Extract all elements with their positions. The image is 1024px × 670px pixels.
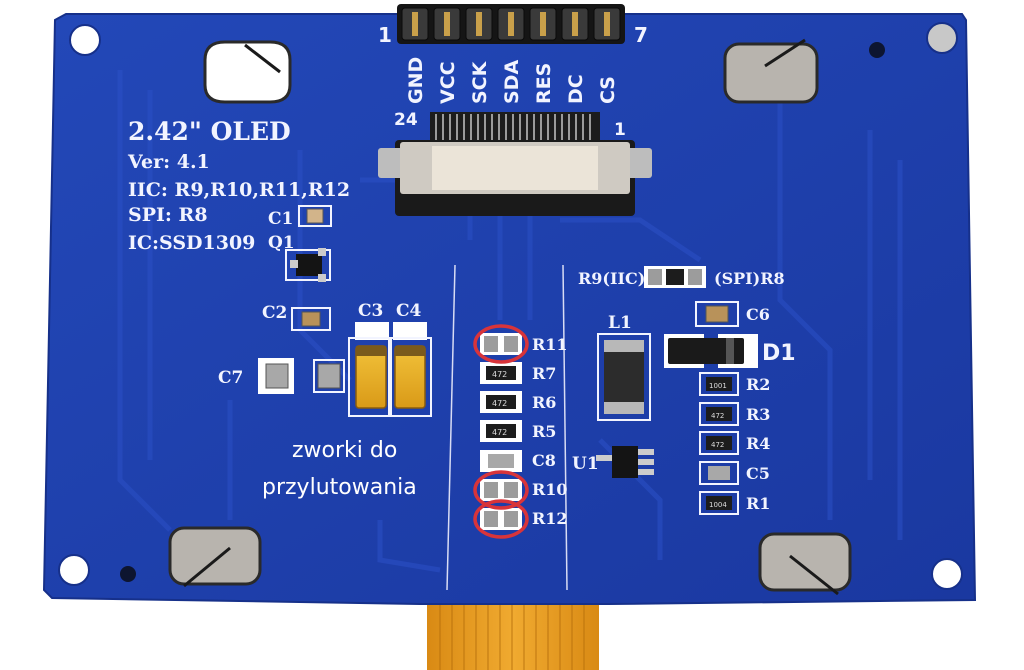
mounting-hole-bottom-left <box>58 554 90 586</box>
solder-tab-bottom-left <box>168 526 262 588</box>
pin-header <box>397 4 625 44</box>
caption-line1: zworki do <box>292 438 397 463</box>
label-r5: R5 <box>532 422 556 441</box>
highlight-circle-r11 <box>473 324 529 364</box>
c3-tantalum-capacitor <box>355 345 387 409</box>
c3-c4-pads <box>348 322 432 417</box>
label-c3: C3 <box>358 301 383 321</box>
label-r9-iic: R9(IIC) <box>578 269 645 288</box>
solder-tab-top-right <box>723 38 819 104</box>
c7-pads <box>258 358 345 394</box>
label-r11: R11 <box>532 335 568 354</box>
right-resistor-column: 1001 472 472 1004 <box>699 372 739 515</box>
pin-number-first: 1 <box>378 23 392 47</box>
r12-pads <box>480 508 522 530</box>
c4-tantalum-capacitor <box>394 345 426 409</box>
silk-divider-lines <box>446 264 568 591</box>
pcb-board <box>42 13 977 605</box>
r2-resistor: 1001 <box>699 372 739 396</box>
pin-label-sda: SDA <box>501 60 523 104</box>
corner-solder-tabs <box>168 38 852 596</box>
c1-capacitor <box>298 205 332 227</box>
fpc-pin-number-left: 24 <box>394 110 418 130</box>
label-r6: R6 <box>532 393 556 412</box>
r7-code: 472 <box>492 370 507 379</box>
r5-resistor: 472 <box>480 420 522 442</box>
l1-inductor <box>597 333 651 421</box>
r1-code: 1004 <box>709 501 727 509</box>
pin-label-res: RES <box>533 63 555 104</box>
label-c8: C8 <box>532 451 556 470</box>
fpc-pin-number-right: 1 <box>614 120 626 140</box>
r6-code: 472 <box>492 399 507 408</box>
label-r10: R10 <box>532 480 568 499</box>
label-d1: D1 <box>762 341 796 366</box>
d1-diode <box>664 334 758 368</box>
label-c4: C4 <box>396 301 422 321</box>
pin-labels: GND VCC SCK SDA RES DC CS <box>405 57 619 104</box>
label-r7: R7 <box>532 364 556 383</box>
via-top-right <box>869 42 885 58</box>
solder-tab-bottom-right <box>758 532 852 596</box>
highlight-circle-r10 <box>473 470 529 510</box>
mounting-hole-top-left <box>69 24 101 56</box>
label-r3: R3 <box>746 405 770 424</box>
middle-resistor-column: 472 472 472 <box>480 333 522 530</box>
label-r12: R12 <box>532 509 568 528</box>
r2-code: 1001 <box>709 382 727 390</box>
r4-resistor: 472 <box>699 431 739 455</box>
board-ic-line: IC:SSD1309 <box>128 232 255 254</box>
label-l1: L1 <box>608 313 632 333</box>
r3-code: 472 <box>711 412 724 420</box>
board-iic-line: IIC: R9,R10,R11,R12 <box>128 179 350 201</box>
board-spi-line: SPI: R8 <box>128 204 208 226</box>
label-c5: C5 <box>746 464 770 483</box>
fpc-connector <box>378 112 652 216</box>
label-r2: R2 <box>746 375 770 394</box>
mounting-hole-bottom-right <box>931 558 963 590</box>
r5-code: 472 <box>492 428 507 437</box>
pin-number-last: 7 <box>634 23 648 47</box>
via-bottom-left <box>120 566 136 582</box>
pin-label-cs: CS <box>597 76 619 104</box>
pin-label-gnd: GND <box>405 57 427 104</box>
r3-resistor: 472 <box>699 402 739 426</box>
board-title: 2.42" OLED <box>128 117 291 146</box>
label-r1: R1 <box>746 494 770 513</box>
label-u1: U1 <box>572 454 599 474</box>
board-info: 2.42" OLED Ver: 4.1 IIC: R9,R10,R11,R12 … <box>127 117 350 254</box>
r1-resistor: 1004 <box>699 491 739 515</box>
highlight-circle-r12 <box>473 499 529 539</box>
pin-label-vcc: VCC <box>437 61 459 104</box>
q1-transistor <box>285 248 331 282</box>
c2-capacitor <box>291 307 331 331</box>
r4-code: 472 <box>711 441 724 449</box>
label-q1: Q1 <box>268 233 295 253</box>
c6-capacitor <box>695 301 739 327</box>
mounting-hole-top-right <box>926 22 958 54</box>
pin-label-sck: SCK <box>469 60 491 104</box>
jumper-highlight-circles <box>473 324 529 539</box>
label-r4: R4 <box>746 434 770 453</box>
r11-pads <box>480 333 522 355</box>
label-c7: C7 <box>218 368 243 388</box>
caption-line2: przylutowania <box>262 475 417 500</box>
c5-capacitor <box>699 461 739 485</box>
label-c2: C2 <box>262 303 287 323</box>
r10-pads <box>480 479 522 501</box>
c8-capacitor <box>480 450 522 472</box>
label-c1: C1 <box>268 209 293 229</box>
r6-resistor: 472 <box>480 391 522 413</box>
board-version: Ver: 4.1 <box>127 151 210 173</box>
solder-tab-top-left <box>203 40 292 104</box>
r7-resistor: 472 <box>480 362 522 384</box>
label-c6: C6 <box>746 305 770 324</box>
mounting-holes <box>58 22 963 590</box>
pin-label-dc: DC <box>565 74 587 104</box>
label-spi-r8: (SPI)R8 <box>714 269 785 288</box>
r9-r8-jumper <box>644 266 706 288</box>
u1-regulator <box>596 446 654 478</box>
